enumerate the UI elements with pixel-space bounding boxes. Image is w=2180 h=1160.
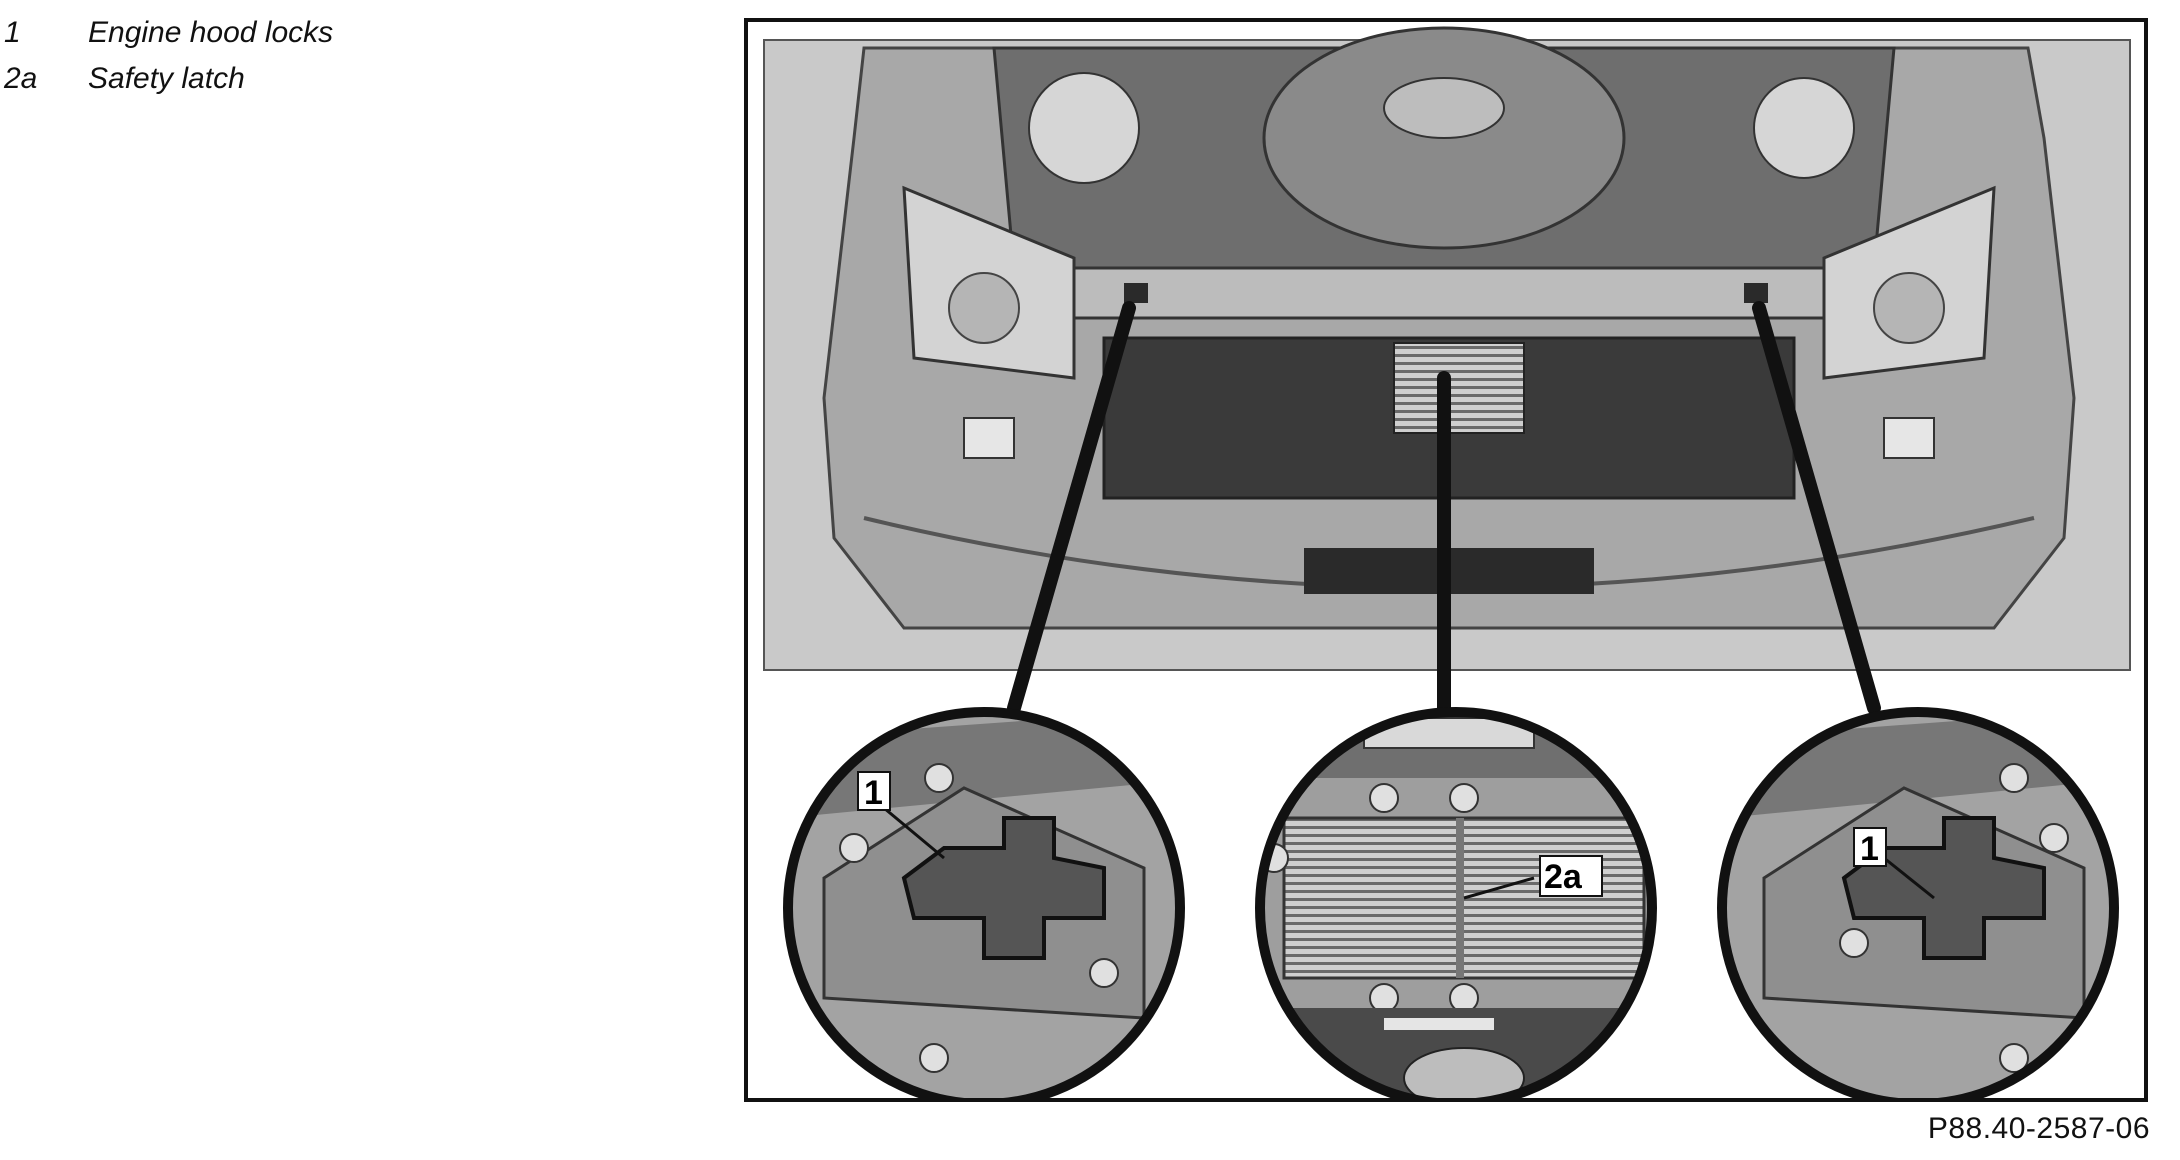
legend-item-engine-hood-locks: 1 Engine hood locks [4, 10, 333, 56]
legend-label: Safety latch [88, 62, 245, 95]
figure-frame [744, 18, 2148, 1102]
callout-label-center: 2a [1544, 858, 1583, 896]
figure-illustration: 1 2a 1 [763, 26, 2131, 1102]
legend-label: Engine hood locks [88, 16, 334, 49]
car-front-photo [763, 26, 2131, 671]
callout-label-right: 1 [1860, 830, 1879, 868]
figure-code: P88.40-2587-06 [1927, 1112, 2150, 1145]
legend: 1 Engine hood locks 2a Safety latch [4, 10, 333, 102]
legend-key: 1 [4, 16, 21, 49]
detail-right-hood-lock [1717, 707, 2119, 1102]
legend-item-safety-latch: 2a Safety latch [4, 56, 333, 102]
detail-center-safety-latch [1255, 707, 1657, 1102]
detail-left-hood-lock [783, 707, 1185, 1102]
callout-label-left: 1 [864, 774, 883, 812]
legend-key: 2a [4, 62, 38, 95]
pointer-lines [1007, 301, 1881, 715]
